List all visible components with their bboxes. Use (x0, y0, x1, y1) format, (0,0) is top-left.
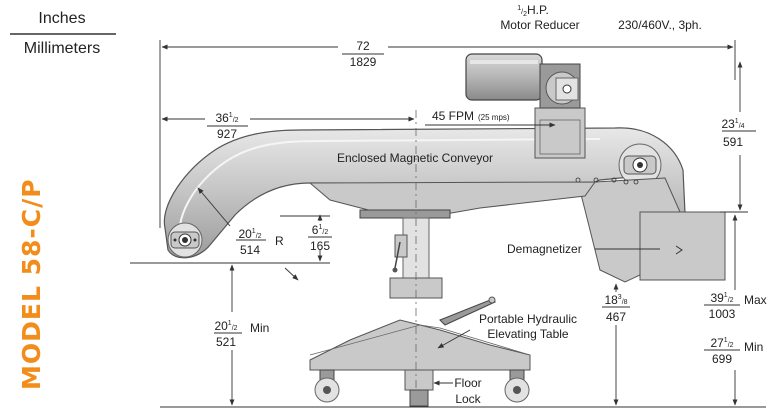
chute-holes (575, 177, 639, 185)
dim-half-in: 361/2 (215, 111, 238, 125)
dim-max-in: 391/2 (710, 291, 733, 305)
drive-housing (534, 107, 586, 159)
dim-infeed-min-label: Min (250, 321, 269, 335)
discharge-chute (577, 177, 681, 283)
dim-min-mm: 699 (712, 352, 732, 366)
dim-radius-mm: 514 (240, 243, 260, 257)
units-legend: Inches Millimeters (10, 10, 116, 57)
dim-min-label: Min (744, 340, 763, 354)
table-label-line1: Portable Hydraulic (479, 312, 577, 326)
svg-text:1/2H.P.: 1/2H.P. (517, 3, 549, 18)
dim-min-in: 271/2 (710, 336, 733, 350)
dim-max-label: Max (744, 293, 767, 307)
dim-table-offset-mm: 165 (310, 239, 330, 253)
motor-power-label: 230/460V., 3ph. (618, 18, 702, 32)
dim-discharge-mm: 467 (606, 310, 626, 324)
legend-millimeters: Millimeters (24, 40, 100, 57)
dim-infeed-min-mm: 521 (216, 335, 236, 349)
motor-reducer-label: Motor Reducer (500, 18, 579, 32)
table-base (309, 319, 531, 371)
caster-right (504, 369, 530, 403)
floor-lock (404, 369, 434, 407)
dim-discharge-in: 183/8 (604, 293, 627, 307)
conveyor-belt-line (179, 138, 601, 226)
infeed-pulley (167, 222, 203, 258)
legend-inches: Inches (38, 10, 85, 27)
dim-overall-in: 72 (356, 39, 370, 53)
dim-height-right-in: 231/4 (721, 117, 744, 131)
hydraulic-handle (439, 299, 497, 326)
demagnetizer-label: Demagnetizer (507, 242, 582, 256)
dimension-lines (159, 40, 756, 406)
machine-illustration (130, 53, 766, 408)
dim-table-offset-in: 61/2 (312, 223, 329, 237)
dim-height-right-mm: 591 (723, 135, 743, 149)
floor-lock-label-1: Floor (454, 376, 481, 390)
dim-half-mm: 927 (217, 127, 237, 141)
motor-hp-sub: 2 (523, 11, 527, 18)
motor-hp: H.P. (527, 3, 549, 17)
dim-overall-mm: 1829 (350, 55, 377, 69)
motor-label: 1/2H.P. Motor Reducer 230/460V., 3ph. (500, 3, 702, 32)
table-label-line2: Elevating Table (487, 327, 568, 341)
conveyor-label: Enclosed Magnetic Conveyor (337, 151, 493, 165)
demagnetizer-unit (639, 211, 726, 281)
speed-label: 45 FPM(25 mps) (432, 109, 510, 123)
motor-reducer (465, 53, 581, 109)
motor-hp-sup: 1 (517, 5, 521, 12)
dim-radius-in: 201/2 (238, 227, 261, 241)
dim-radius-r: R (275, 234, 284, 248)
floor-lock-label-2: Lock (455, 392, 481, 406)
dim-max-mm: 1003 (709, 307, 736, 321)
table-top (308, 181, 596, 216)
caster-left (314, 369, 340, 403)
model-name: MODEL 58-C/P (17, 178, 46, 390)
dim-infeed-min-in: 201/2 (214, 319, 237, 333)
